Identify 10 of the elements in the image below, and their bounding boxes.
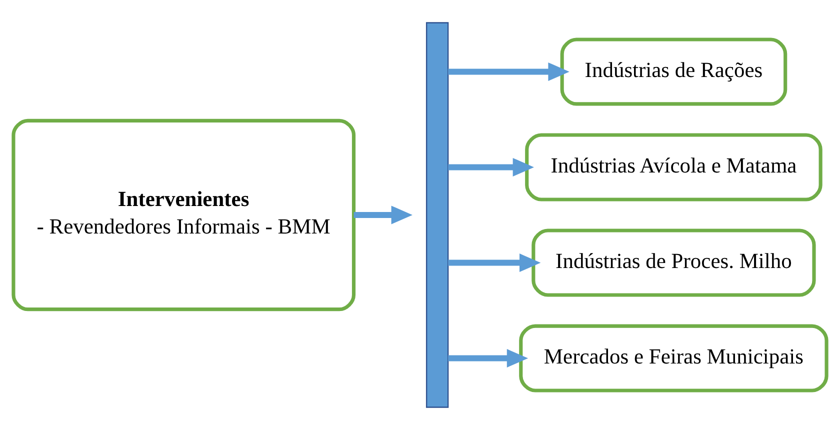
arrow xyxy=(448,62,570,80)
node-box: Intervenientes - Revendedores Informais - BMM xyxy=(12,118,356,311)
node-box: Mercados e Feiras Municipais xyxy=(519,324,828,392)
arrow xyxy=(448,252,541,272)
node-box: Indústrias de Proces. Milho xyxy=(532,228,816,296)
arrow xyxy=(448,348,528,368)
node-box: Indústrias de Rações xyxy=(560,37,788,106)
arrow xyxy=(448,157,534,176)
arrow xyxy=(354,205,412,224)
node-box: Indústrias Avícola e Matama xyxy=(525,132,822,201)
